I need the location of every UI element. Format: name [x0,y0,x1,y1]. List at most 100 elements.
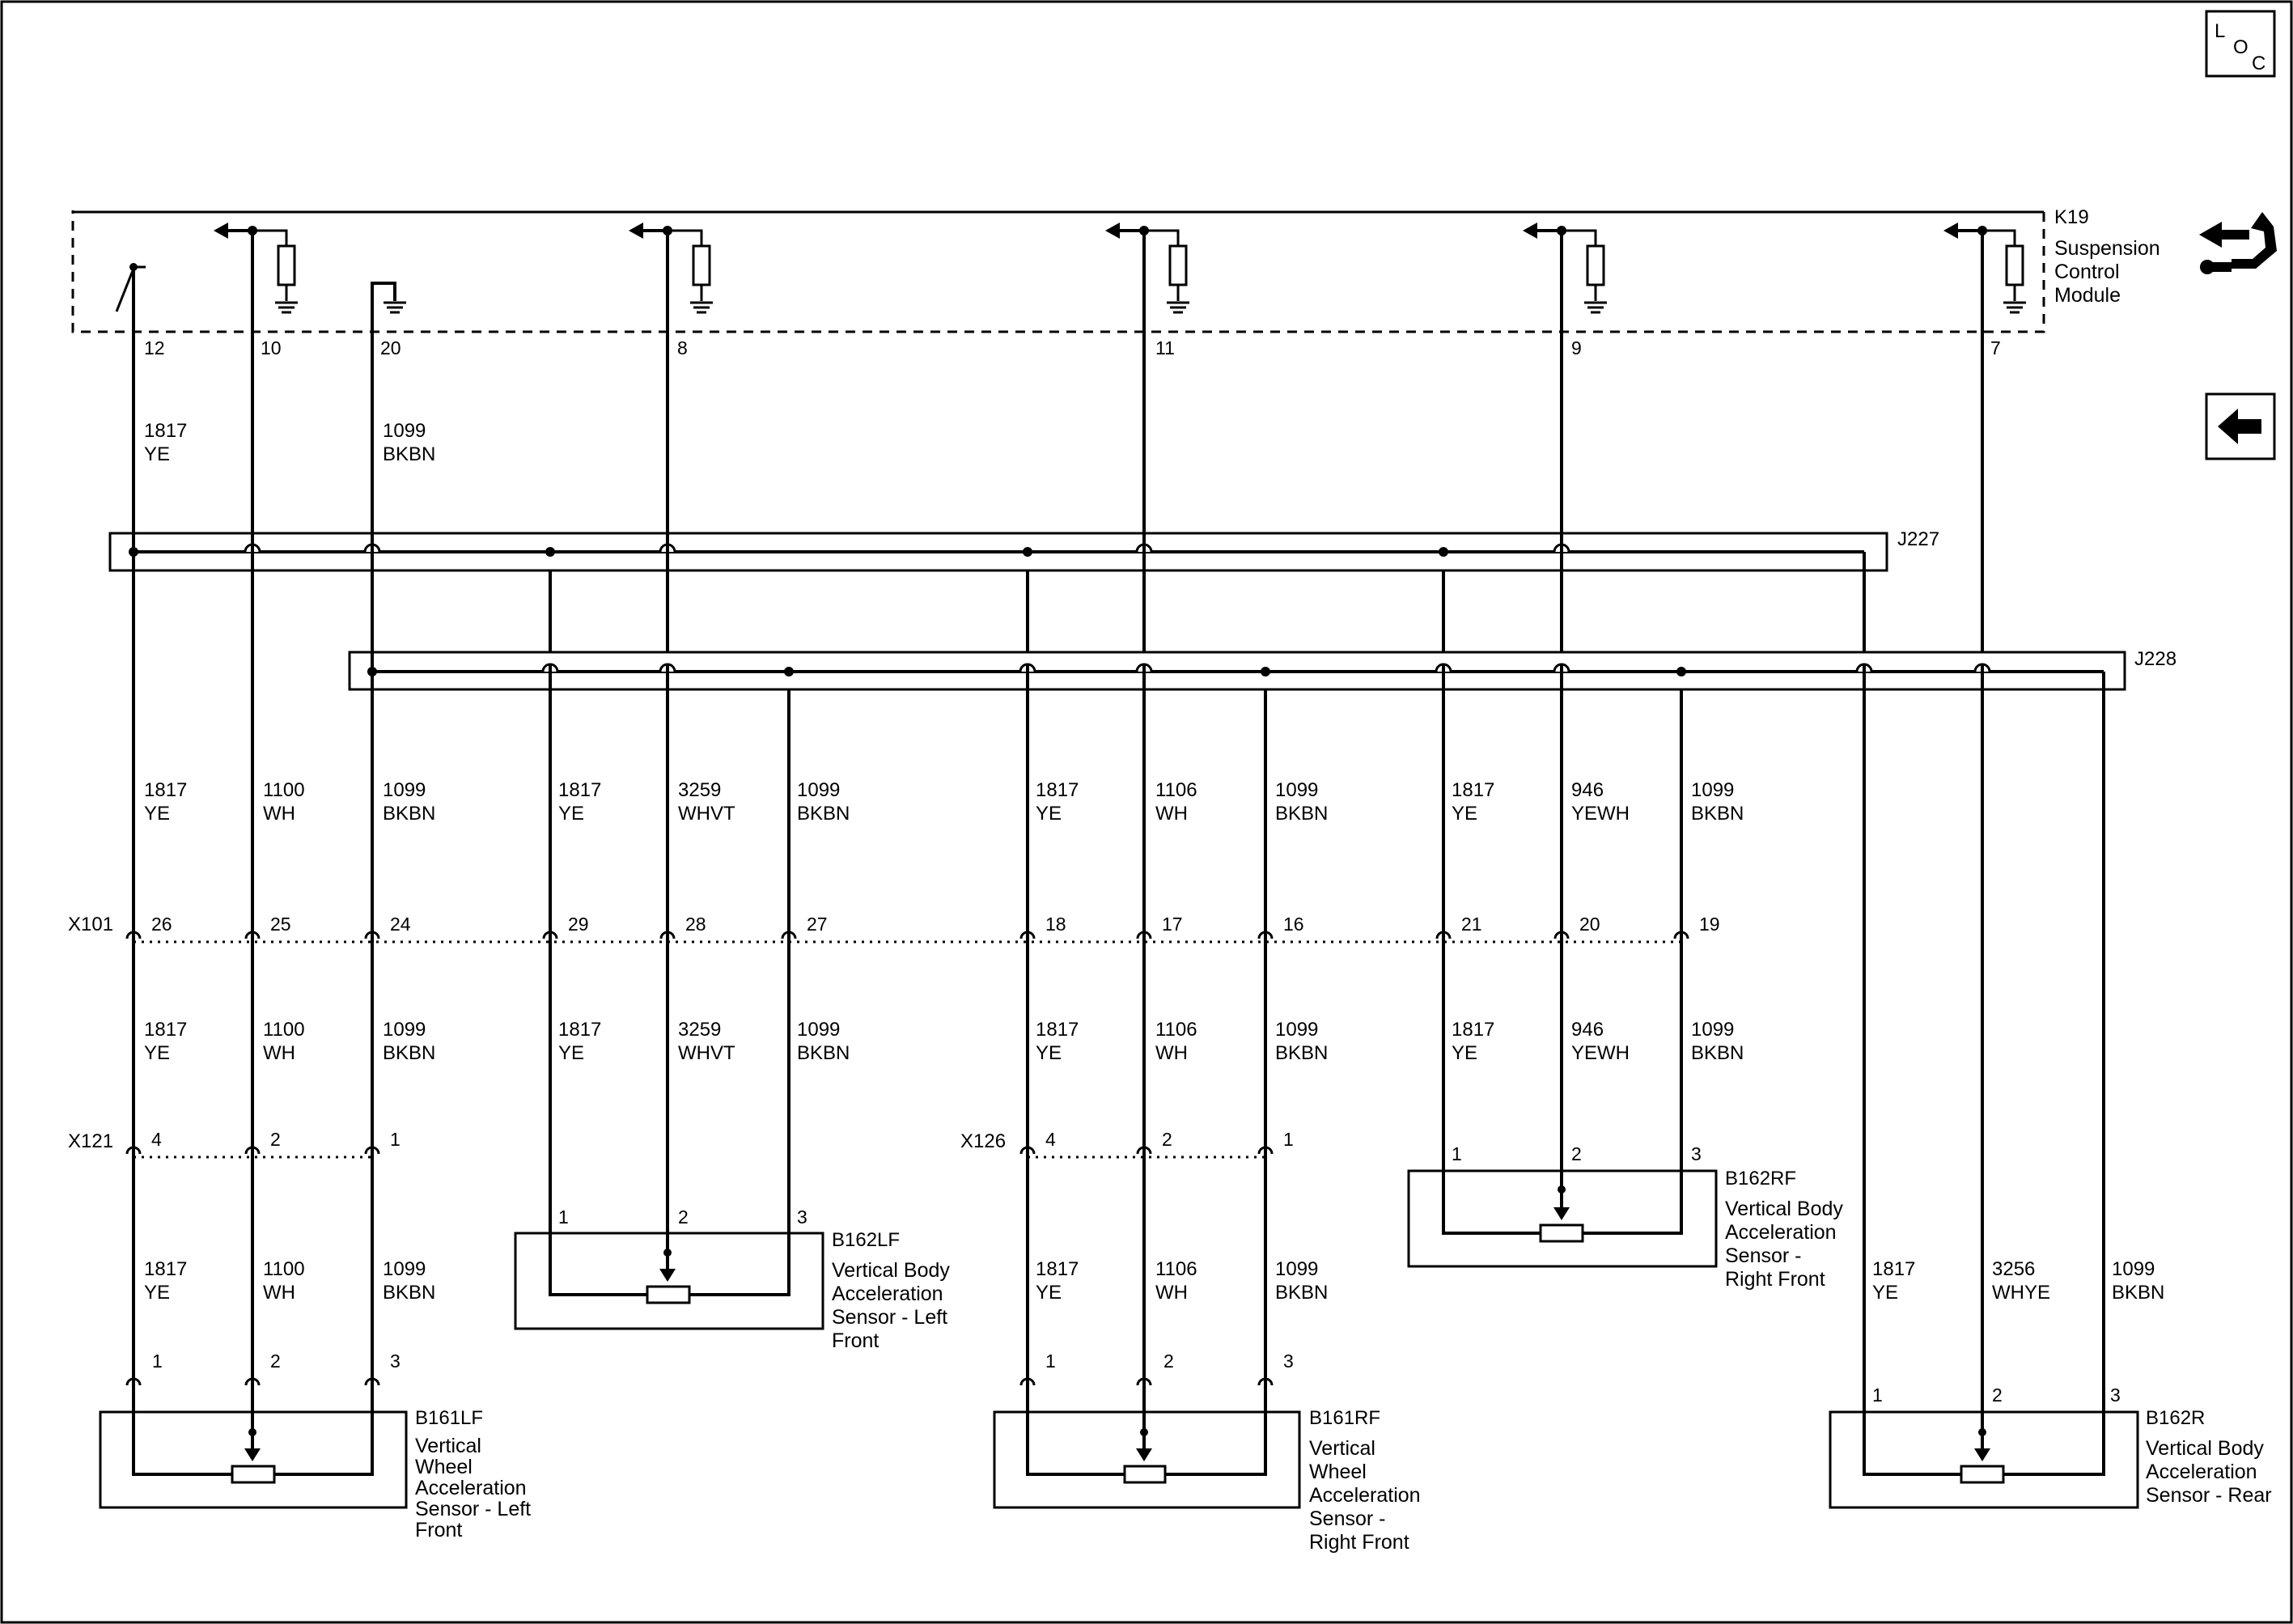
x121-pin-1: 1 [390,1129,401,1150]
upper-wire-2-color: BKBN [383,443,435,465]
b162r-pin-2: 2 [1992,1384,2003,1406]
harness-wire-labels: 1817 YE 1100 WH 1099 BKBN 1817 YE 3259 W… [144,779,1744,825]
j228-label: J228 [2134,648,2176,670]
upper-wire-1-color: YE [144,443,170,465]
x101-pin-19: 19 [1699,914,1720,935]
sensor-wire-labels: 1817 YE 1100 WH 1099 BKBN 1817 YE 1106 W… [144,1258,1328,1304]
harness-color-7: YE [1036,803,1062,825]
rear-circuit-2: 3256 [1992,1258,2035,1280]
x126-pin-4: 4 [1045,1129,1056,1150]
b162rf-pin-3: 3 [1691,1143,1702,1164]
b162rf-name-line-3: Sensor - [1725,1245,1801,1267]
ground-icon [1165,301,1191,314]
b161lf-ref: B161LF [415,1407,483,1429]
module-output-pin-9 [1523,223,1608,314]
sensor-circuit-2: 1100 [263,1258,305,1280]
b161lf-sensor: 1 2 3 B161LF Vertical Wheel Acceleration… [99,1351,531,1541]
upper-wire-2-circuit: 1099 [383,420,426,442]
b161lf-name-line-5: Front [415,1519,462,1541]
module-output-pin-7 [1943,223,2028,314]
lower-circuit-6: 1099 [797,1019,840,1041]
sensor-color-1: YE [144,1282,170,1304]
b162rf-name-line-2: Acceleration [1725,1221,1837,1244]
resistor-icon [1586,244,1605,286]
loc-icon[interactable]: L O C [2205,10,2276,78]
b162r-name-line-1: Vertical Body [2146,1437,2264,1460]
b161lf-name-line-1: Vertical [415,1435,481,1457]
b162r-name-line-3: Sensor - Rear [2146,1484,2272,1507]
lower-color-3: BKBN [383,1042,435,1064]
wires [132,231,2105,1474]
lower-color-9: BKBN [1275,1042,1328,1064]
b162lf-pin-2: 2 [678,1206,689,1228]
harness-circuit-10: 1817 [1452,779,1494,801]
b162lf-sensor: 1 2 3 B162LF Vertical Body Acceleration … [514,1206,950,1352]
b162lf-name-line-3: Sensor - Left [832,1306,947,1329]
b161rf-name-line-3: Acceleration [1309,1484,1421,1507]
x101-pin-25: 25 [270,914,291,935]
b161lf-name-line-3: Acceleration [415,1477,527,1499]
b161lf-pin-2: 2 [270,1351,281,1372]
x101-pin-26: 26 [151,914,172,935]
resistor-icon [231,1465,276,1484]
resistor-icon [646,1285,691,1304]
b162lf-pin-3: 3 [797,1206,807,1228]
sensor-color-3: BKBN [383,1282,435,1304]
harness-circuit-6: 1099 [797,779,840,801]
harness-color-2: WH [263,803,295,825]
x101-connector: X101 26 25 24 29 28 27 18 17 16 21 20 19 [68,914,1720,943]
module-ref: K19 [2054,206,2089,228]
resistor-icon [277,244,296,286]
module-name-line-3: Module [2054,284,2121,307]
module-pin-20: 20 [380,337,401,358]
lower-color-2: WH [263,1042,295,1064]
x126-pin-1: 1 [1283,1129,1294,1150]
resistor-icon [1960,1465,2005,1484]
harness-color-5: WHVT [678,803,735,825]
module-output-pin-10 [214,223,299,314]
lower-circuit-3: 1099 [383,1019,426,1041]
sensor-circuit-6: 1099 [1275,1258,1318,1280]
harness-circuit-3: 1099 [383,779,426,801]
lower-circuit-8: 1106 [1155,1019,1197,1041]
harness-color-3: BKBN [383,803,435,825]
b161lf-name-line-2: Wheel [415,1456,473,1478]
x121-connector: X121 4 2 1 [68,1129,401,1159]
x121-label: X121 [68,1130,113,1152]
lower-circuit-11: 946 [1571,1019,1604,1041]
harness-color-10: YE [1452,803,1477,825]
rear-color-3: BKBN [2112,1282,2164,1304]
loc-letter-c: C [2252,53,2265,74]
rear-color-2: WHYE [1992,1282,2050,1304]
harness-circuit-11: 946 [1571,779,1604,801]
k19-module: K19 Suspension Control Module [71,206,2160,358]
x101-pin-24: 24 [390,914,411,935]
x126-label: X126 [960,1130,1006,1152]
sensor-circuit-5: 1106 [1155,1258,1197,1280]
rear-circuit-3: 1099 [2112,1258,2155,1280]
harness-circuit-8: 1106 [1155,779,1197,801]
b161rf-name-line-4: Sensor - [1309,1507,1385,1530]
harness-circuit-1: 1817 [144,779,187,801]
b161lf-name-line-4: Sensor - Left [415,1498,531,1520]
lower-circuit-7: 1817 [1036,1019,1079,1041]
rear-wire-labels: 1817 YE 3256 WHYE 1099 BKBN [1872,1258,2164,1304]
x121-pin-2: 2 [270,1129,281,1150]
sensor-color-6: BKBN [1275,1282,1328,1304]
b162r-pin-1: 1 [1872,1384,1883,1406]
back-arrow-icon[interactable] [2205,392,2276,460]
x101-pin-27: 27 [807,914,828,935]
lower-color-10: YE [1452,1042,1477,1064]
x126-connector: X126 4 2 1 [960,1129,1294,1159]
sensor-color-2: WH [263,1282,295,1304]
ground-icon [382,301,408,314]
lower-circuit-10: 1817 [1452,1019,1494,1041]
x101-label: X101 [68,914,113,935]
b162rf-ref: B162RF [1725,1168,1796,1189]
j227-splice-pack: J227 [108,528,1984,572]
wrench-diagnostic-icon[interactable] [2199,212,2277,274]
module-pin-11: 11 [1155,337,1175,358]
x101-pin-21: 21 [1461,914,1482,935]
harness-color-6: BKBN [797,803,850,825]
